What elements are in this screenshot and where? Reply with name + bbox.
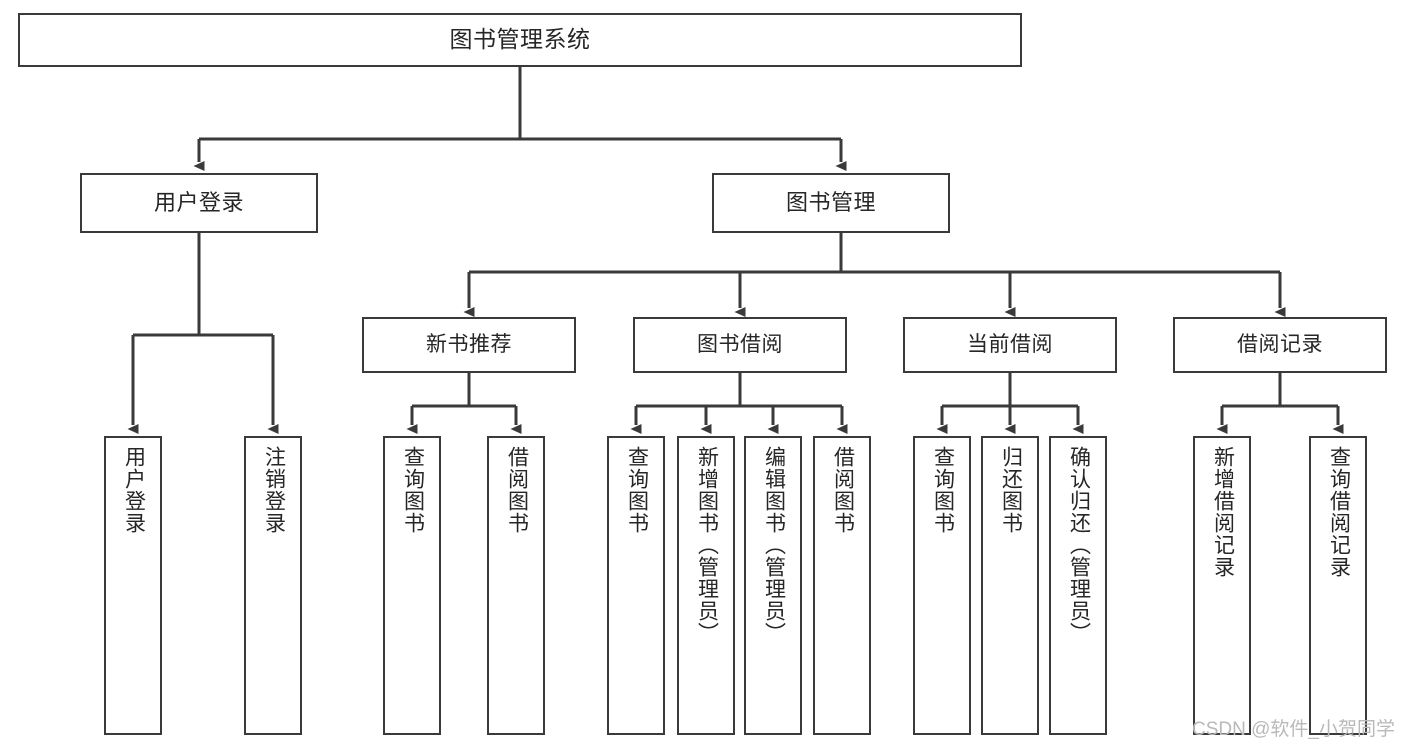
node-leaf-current-return-book[interactable]: 归还图书 bbox=[981, 436, 1039, 735]
node-book-management[interactable]: 图书管理 bbox=[712, 173, 950, 233]
node-leaf-record-add-record-label: 新增借阅记录 bbox=[1211, 446, 1235, 578]
node-current-borrow-label: 当前借阅 bbox=[967, 332, 1053, 356]
node-leaf-borrow-edit-book[interactable]: 编辑图书（管理员） bbox=[744, 436, 802, 735]
node-current-borrow[interactable]: 当前借阅 bbox=[903, 317, 1117, 373]
node-leaf-current-return-book-label: 归还图书 bbox=[999, 446, 1023, 534]
node-leaf-borrow-edit-book-label: 编辑图书（管理员） bbox=[762, 446, 786, 644]
node-leaf-current-confirm-return-label: 确认归还（管理员） bbox=[1067, 446, 1091, 644]
node-leaf-borrow-add-book[interactable]: 新增图书（管理员） bbox=[677, 436, 735, 735]
node-leaf-current-query-book-label: 查询图书 bbox=[931, 446, 955, 534]
node-leaf-borrow-query-book-label: 查询图书 bbox=[625, 446, 649, 534]
node-leaf-recommend-borrow-book[interactable]: 借阅图书 bbox=[487, 436, 545, 735]
node-new-book-recommend[interactable]: 新书推荐 bbox=[362, 317, 576, 373]
node-book-management-label: 图书管理 bbox=[785, 190, 876, 216]
node-borrow-record[interactable]: 借阅记录 bbox=[1173, 317, 1387, 373]
node-borrow-record-label: 借阅记录 bbox=[1237, 332, 1323, 356]
node-new-book-recommend-label: 新书推荐 bbox=[426, 332, 512, 356]
node-leaf-borrow-add-book-label: 新增图书（管理员） bbox=[695, 446, 719, 644]
node-leaf-record-query-record-label: 查询借阅记录 bbox=[1327, 446, 1351, 578]
node-root-system-label: 图书管理系统 bbox=[449, 26, 591, 53]
node-leaf-current-query-book[interactable]: 查询图书 bbox=[913, 436, 971, 735]
node-leaf-borrow-borrow-book-label: 借阅图书 bbox=[831, 446, 855, 534]
node-leaf-record-add-record[interactable]: 新增借阅记录 bbox=[1193, 436, 1251, 735]
node-book-borrow[interactable]: 图书借阅 bbox=[633, 317, 847, 373]
node-leaf-user-login-logout-label: 注销登录 bbox=[262, 446, 286, 534]
node-user-login[interactable]: 用户登录 bbox=[80, 173, 318, 233]
node-leaf-borrow-borrow-book[interactable]: 借阅图书 bbox=[813, 436, 871, 735]
node-leaf-user-login-login[interactable]: 用户登录 bbox=[104, 436, 162, 735]
node-leaf-recommend-query-book-label: 查询图书 bbox=[401, 446, 425, 534]
node-leaf-user-login-logout[interactable]: 注销登录 bbox=[244, 436, 302, 735]
node-leaf-recommend-query-book[interactable]: 查询图书 bbox=[383, 436, 441, 735]
node-leaf-recommend-borrow-book-label: 借阅图书 bbox=[505, 446, 529, 534]
node-book-borrow-label: 图书借阅 bbox=[697, 332, 783, 356]
node-root-system[interactable]: 图书管理系统 bbox=[18, 13, 1022, 67]
node-leaf-record-query-record[interactable]: 查询借阅记录 bbox=[1309, 436, 1367, 735]
csdn-watermark: CSDN @软件_小贺同学 bbox=[1192, 719, 1395, 740]
node-leaf-user-login-login-label: 用户登录 bbox=[122, 446, 146, 534]
node-user-login-label: 用户登录 bbox=[153, 190, 244, 216]
node-leaf-current-confirm-return[interactable]: 确认归还（管理员） bbox=[1049, 436, 1107, 735]
node-leaf-borrow-query-book[interactable]: 查询图书 bbox=[607, 436, 665, 735]
